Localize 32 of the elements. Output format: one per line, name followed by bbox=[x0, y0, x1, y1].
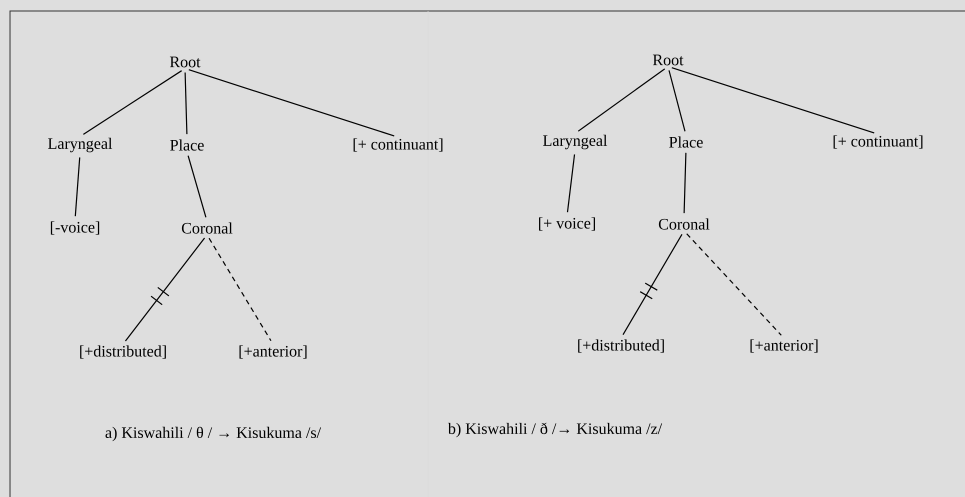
caption-text: a) Kiswahili / θ / → Kisukuma /s/ bbox=[106, 426, 322, 442]
branch-line bbox=[188, 69, 394, 137]
branch-line bbox=[686, 233, 782, 336]
feature-label: Place bbox=[669, 136, 703, 148]
feature-label: [+anterior] bbox=[750, 339, 818, 353]
feature-label: [+ continuant] bbox=[834, 135, 922, 149]
feature-label: Root bbox=[170, 56, 200, 68]
branch-line bbox=[74, 157, 80, 216]
feature-label: [+distributed] bbox=[578, 339, 664, 353]
feature-label: Laryngeal bbox=[48, 138, 112, 152]
branch-line bbox=[124, 238, 206, 342]
branch-line bbox=[188, 156, 206, 218]
branch-line bbox=[566, 154, 576, 212]
feature-label: [+ continuant] bbox=[354, 138, 442, 152]
feature-label: [-voice] bbox=[50, 221, 100, 235]
branch-line bbox=[184, 72, 188, 134]
feature-label: Root bbox=[652, 54, 684, 66]
branch-line bbox=[672, 67, 874, 134]
feature-label: Coronal bbox=[658, 218, 710, 230]
caption-text: b) Kiswahili / ð /→ Kisukuma /z/ bbox=[448, 422, 662, 438]
feature-label: Coronal bbox=[182, 222, 232, 234]
feature-label: [+distributed] bbox=[80, 345, 166, 359]
feature-label: Place bbox=[170, 139, 204, 151]
branch-line bbox=[83, 70, 182, 135]
branch-line bbox=[208, 238, 272, 342]
branch-line bbox=[668, 70, 686, 132]
feature-label: Laryngeal bbox=[543, 134, 608, 150]
branch-line bbox=[578, 68, 666, 132]
feature-label: [+anterior] bbox=[240, 345, 307, 359]
feature-label: [+ voice] bbox=[539, 217, 595, 231]
branch-line bbox=[684, 152, 686, 214]
branch-line bbox=[622, 234, 682, 336]
